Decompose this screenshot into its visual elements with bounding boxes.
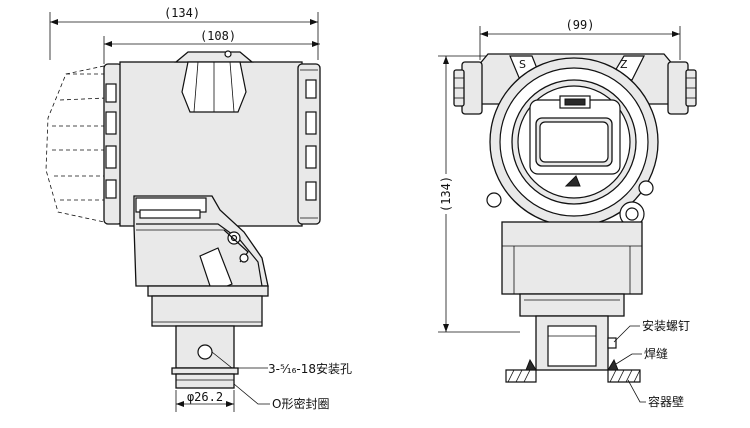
mount-hole	[197, 344, 213, 360]
callout-mount-screw: 安装螺钉	[613, 318, 690, 343]
callout-vessel-wall: 容器壁	[627, 379, 684, 409]
callout-vessel-wall-label: 容器壁	[648, 394, 684, 409]
callout-mount-screw-label: 安装螺钉	[642, 318, 690, 333]
right-view: (99) (134) S Z	[438, 18, 697, 409]
callout-weld: 焊缝	[615, 346, 668, 365]
process-connection	[171, 325, 239, 389]
dim-housing-width: (108)	[103, 29, 320, 64]
side-lower-body	[501, 221, 643, 295]
side-flange	[519, 293, 625, 317]
top-cable-gland	[174, 51, 254, 113]
lock-tab	[199, 229, 249, 293]
callout-holes-label: 3-⁵⁄₁₆-18安装孔	[268, 361, 352, 376]
dim-diameter: φ26.2	[175, 390, 235, 412]
mark-s: S	[519, 58, 526, 71]
mark-z: Z	[620, 58, 628, 71]
callout-holes: 3-⁵⁄₁₆-18安装孔	[211, 351, 352, 376]
cover-lock-screw	[486, 180, 654, 227]
dim-diameter-label: φ26.2	[187, 390, 223, 404]
flange-top	[147, 285, 269, 297]
dim-side-width: (99)	[479, 18, 681, 60]
vessel-wall	[505, 358, 641, 383]
dim-side-width-label: (99)	[566, 18, 595, 32]
callout-oring-label: O形密封圈	[272, 396, 329, 411]
left-end-cap	[103, 63, 123, 225]
dim-overall-width-label: (134)	[164, 6, 200, 20]
weld-socket	[535, 315, 617, 371]
open-cover-outline	[45, 65, 107, 223]
callout-weld-label: 焊缝	[644, 346, 668, 361]
ex-logo-icon	[564, 175, 581, 187]
callout-oring: O形密封圈	[233, 383, 329, 411]
side-gland-right	[667, 61, 697, 115]
display-cover	[489, 57, 659, 227]
dim-overall-height-label: (134)	[439, 176, 453, 212]
flange-body	[151, 295, 263, 327]
dim-overall-width: (134)	[49, 6, 319, 60]
side-gland-left	[453, 61, 483, 115]
left-view: (134) (108)	[45, 6, 352, 412]
right-end-cap	[297, 63, 321, 225]
dim-housing-width-label: (108)	[200, 29, 236, 43]
dim-overall-height: (134)	[438, 55, 520, 333]
gland-screw	[224, 50, 232, 58]
